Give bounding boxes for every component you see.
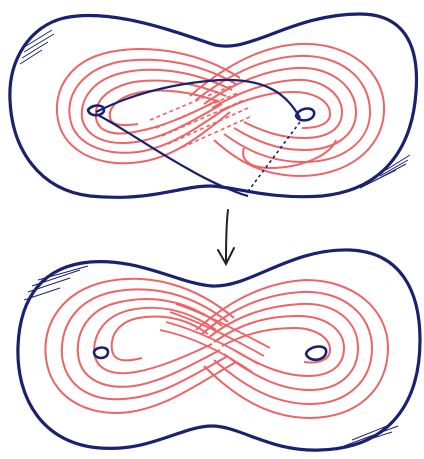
upper-branch-line bbox=[95, 78, 301, 119]
lower-right-orbits bbox=[195, 278, 390, 420]
upper-right-hole bbox=[294, 107, 316, 122]
upper-left-hole bbox=[86, 104, 106, 117]
upper-branch-dashed bbox=[245, 121, 301, 195]
lower-right-hole bbox=[304, 345, 328, 362]
upper-branch-line-lower bbox=[95, 113, 249, 198]
upper-right-orbits bbox=[189, 42, 386, 178]
lower-crossing-strands bbox=[159, 303, 271, 373]
lower-surface bbox=[16, 248, 422, 452]
upper-surface bbox=[8, 12, 419, 199]
lower-left-hole bbox=[92, 346, 110, 360]
upper-dashed-strands bbox=[149, 83, 253, 151]
down-arrow bbox=[217, 209, 235, 267]
upper-outline bbox=[8, 12, 419, 199]
lower-outline bbox=[16, 248, 422, 452]
upper-hatching bbox=[19, 29, 411, 189]
